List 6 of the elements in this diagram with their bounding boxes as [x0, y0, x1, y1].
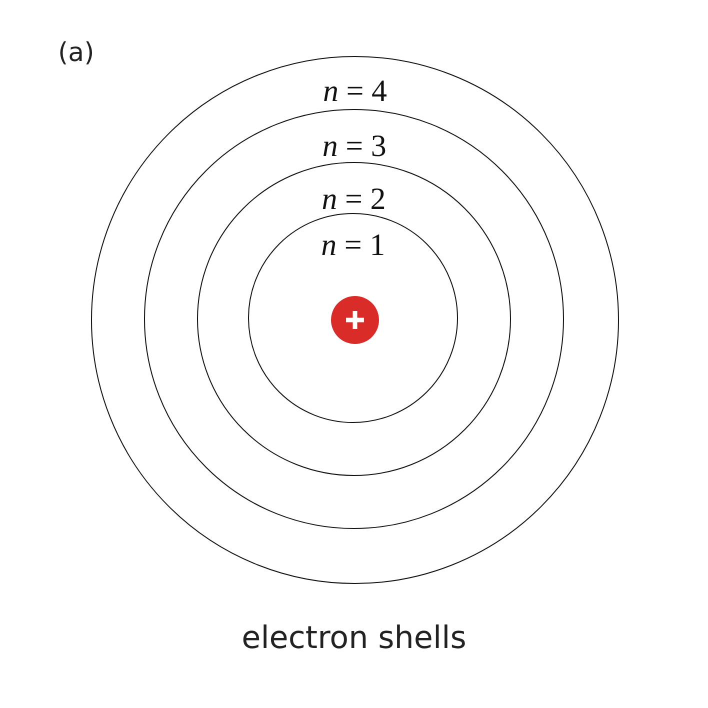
- shell-label: n = 2: [322, 182, 386, 214]
- shell-label: n = 1: [321, 229, 386, 260]
- caption: electron shells: [240, 620, 468, 656]
- shell-label: n = 4: [323, 75, 387, 106]
- shell-label: n = 3: [322, 130, 386, 162]
- panel-label: (a): [58, 38, 94, 68]
